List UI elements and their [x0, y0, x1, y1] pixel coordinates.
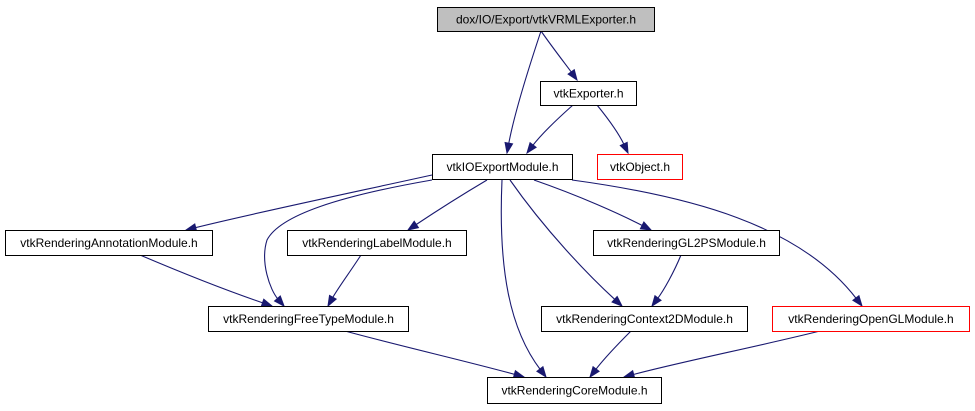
edge-line — [331, 254, 362, 299]
arrowhead-icon — [260, 298, 274, 307]
edge-ioexport-to-annotation — [184, 174, 433, 232]
node-label: vtkIOExportModule.h — [446, 160, 558, 174]
node-annotation[interactable]: vtkRenderingAnnotationModule.h — [5, 230, 213, 256]
edge-ioexport-to-context2d — [509, 179, 624, 307]
edge-line — [139, 254, 264, 304]
arrowhead-icon — [504, 141, 514, 155]
edge-label-to-freetype — [327, 254, 362, 308]
node-box — [5, 230, 213, 256]
arrowhead-icon — [619, 141, 629, 155]
arrowhead-icon — [639, 221, 653, 231]
node-box — [487, 377, 662, 404]
edge-freetype-to-core — [344, 330, 526, 379]
edge-line — [532, 104, 574, 147]
edge-line — [500, 179, 541, 371]
arrowhead-icon — [622, 369, 636, 379]
arrowhead-icon — [567, 68, 578, 82]
node-object[interactable]: vtkObject.h — [597, 154, 683, 180]
edge-gl2ps-to-context2d — [651, 254, 682, 308]
arrowhead-icon — [651, 294, 662, 308]
edge-line — [415, 179, 488, 226]
edge-line — [533, 179, 644, 227]
edge-ioexport-to-opengl — [571, 179, 863, 308]
edge-line — [509, 179, 616, 301]
node-label: vtkRenderingFreeTypeModule.h — [223, 312, 394, 326]
node-ioexport[interactable]: vtkIOExportModule.h — [432, 154, 573, 180]
node-box — [287, 230, 467, 256]
edge-context2d-to-core — [589, 330, 632, 379]
edge-opengl-to-core — [622, 330, 821, 379]
node-box — [208, 306, 409, 332]
edge-line — [540, 30, 573, 73]
node-context2d[interactable]: vtkRenderingContext2DModule.h — [541, 306, 748, 332]
edge-ioexport-to-label — [406, 179, 488, 231]
edge-line — [632, 330, 821, 376]
edge-line — [264, 179, 433, 300]
edge-line — [194, 174, 433, 229]
edge-line — [595, 330, 632, 371]
node-box — [432, 154, 573, 180]
node-freetype[interactable]: vtkRenderingFreeTypeModule.h — [208, 306, 409, 332]
node-label: vtkRenderingCoreModule.h — [501, 384, 647, 398]
edge-ioexport-to-core — [500, 179, 547, 379]
node-box — [541, 306, 748, 332]
node-label: vtkRenderingOpenGLModule.h — [788, 312, 953, 326]
node-label: vtkObject.h — [610, 160, 670, 174]
node-exporter[interactable]: vtkExporter.h — [540, 81, 637, 106]
node-label: vtkRenderingGL2PSModule.h — [607, 236, 766, 250]
edge-ioexport-to-gl2ps — [533, 179, 653, 231]
node-core[interactable]: vtkRenderingCoreModule.h — [487, 377, 662, 404]
node-label: vtkExporter.h — [553, 87, 623, 101]
node-box — [772, 306, 970, 332]
node-box — [597, 154, 683, 180]
arrowhead-icon — [327, 294, 338, 308]
edge-annotation-to-freetype — [139, 254, 274, 307]
edge-exporter-to-ioexport — [526, 104, 574, 155]
arrowhead-icon — [526, 141, 537, 155]
arrowhead-icon — [611, 295, 624, 307]
edge-line — [571, 179, 857, 300]
node-label: dox/IO/Export/vtkVRMLExporter.h — [456, 13, 636, 27]
edges-layer — [139, 30, 863, 379]
arrowhead-icon — [512, 369, 526, 379]
edge-line — [508, 30, 542, 145]
node-label[interactable]: vtkRenderingLabelModule.h — [287, 230, 467, 256]
arrowhead-icon — [589, 365, 600, 379]
node-label: vtkRenderingAnnotationModule.h — [20, 236, 197, 250]
edge-exporter-to-object — [596, 104, 629, 155]
arrowhead-icon — [536, 365, 547, 379]
node-opengl[interactable]: vtkRenderingOpenGLModule.h — [772, 306, 970, 332]
node-box — [593, 230, 780, 256]
node-label: vtkRenderingLabelModule.h — [302, 236, 451, 250]
node-box — [437, 7, 655, 32]
arrowhead-icon — [273, 295, 285, 308]
edge-ioexport-to-freetype — [264, 179, 433, 308]
arrowhead-icon — [406, 220, 420, 231]
node-box — [540, 81, 637, 106]
edge-line — [596, 104, 625, 146]
nodes-layer: dox/IO/Export/vtkVRMLExporter.h vtkExport… — [5, 7, 970, 404]
node-gl2ps[interactable]: vtkRenderingGL2PSModule.h — [593, 230, 780, 256]
edge-line — [344, 330, 516, 376]
arrowhead-icon — [852, 294, 863, 308]
node-label: vtkRenderingContext2DModule.h — [556, 312, 733, 326]
node-root[interactable]: dox/IO/Export/vtkVRMLExporter.h — [437, 7, 655, 32]
edge-root-to-exporter — [540, 30, 578, 82]
edge-root-to-ioexport — [504, 30, 542, 155]
edge-line — [656, 254, 682, 300]
